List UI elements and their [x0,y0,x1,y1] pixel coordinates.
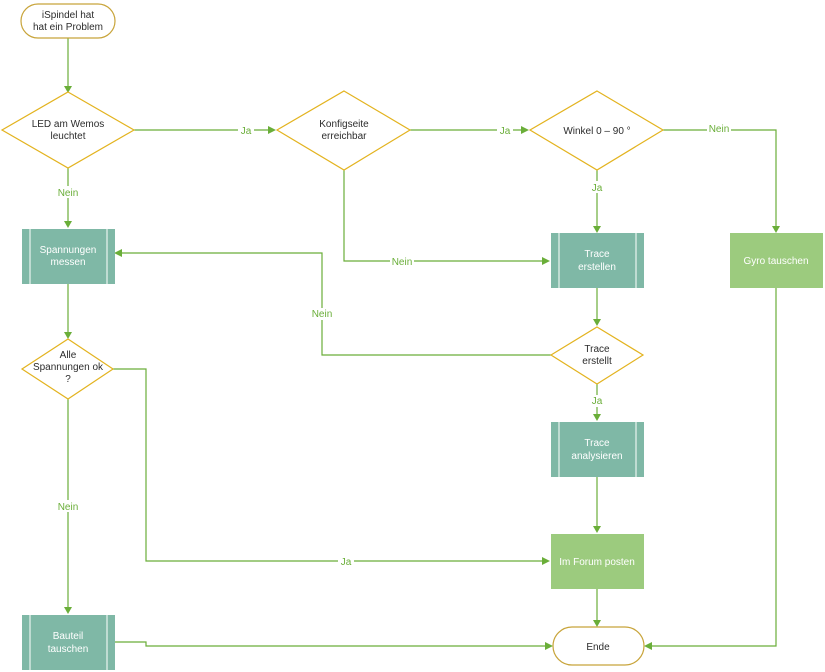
node-gyro-line-1: Gyro tauschen [743,256,808,267]
label-konfig-ja: Ja [500,126,511,137]
node-trace-erstellt-line-1: Trace [584,344,610,355]
node-trace-analysieren-line-1: Trace [584,438,610,449]
node-winkel-line-1: Winkel 0 – 90 ° [563,126,630,137]
arrowhead [64,221,72,228]
node-spannungen-line-1: Spannungen [40,245,97,256]
arrowhead [64,332,72,339]
label-erstellt-nein: Nein [312,309,333,320]
label-erstellt-ja: Ja [592,396,603,407]
arrowhead [64,607,72,614]
node-alle-line-3: ? [65,374,71,385]
arrowhead [593,319,601,326]
node-trace-erstellen-line-1: Trace [584,249,610,260]
node-ende-line-1: Ende [586,642,610,653]
arrowhead [772,226,780,233]
arrowhead [521,126,529,134]
node-trace-erstellen: Trace erstellen [551,233,644,288]
arrowhead [542,257,550,265]
label-alle-nein: Nein [58,502,79,513]
label-led-ja: Ja [241,126,252,137]
node-spannungen-line-2: messen [50,257,85,268]
arrowhead [268,126,276,134]
label-konfig-nein: Nein [392,257,413,268]
node-led-line-1: LED am Wemos [32,119,105,130]
node-alle-line-2: Spannungen ok [33,362,104,373]
arrowhead [593,414,601,421]
edge-labels: Ja Nein Ja Nein Ja Nein Nein Ja Nein Ja [56,124,731,568]
node-trace-erstellt-line-2: erstellt [582,356,612,367]
node-trace-analysieren: Trace analysieren [551,422,644,477]
node-ende: Ende [552,626,645,666]
node-forum-posten: Im Forum posten [551,534,644,589]
node-trace-analysieren-line-2: analysieren [571,451,622,462]
label-led-nein: Nein [58,188,79,199]
edge-gyro-ende [652,288,777,647]
node-gyro-tauschen: Gyro tauschen [730,233,823,288]
arrowhead [593,620,601,627]
node-led-decision: LED am Wemos leuchtet [0,91,136,169]
node-led-line-2: leuchtet [50,131,85,142]
node-bauteil-line-1: Bauteil [53,631,84,642]
arrowhead [593,226,601,233]
node-bauteil-tauschen: Bauteil tauschen [22,615,115,670]
edge-erstellt-spannung [122,252,551,356]
node-bauteil-line-2: tauschen [48,644,89,655]
node-alle-spannungen-decision: Alle Spannungen ok ? [20,338,115,400]
node-spannungen-messen: Spannungen messen [22,229,115,284]
node-alle-line-1: Alle [60,350,77,361]
node-konfig-line-1: Konfigseite [319,119,369,130]
connectors [64,38,780,650]
node-konfig-line-2: erreichbar [321,131,367,142]
node-trace-erstellt-decision: Trace erstellt [549,326,645,385]
arrowhead [542,557,550,565]
node-trace-erstellen-line-2: erstellen [578,262,616,273]
arrowhead [644,642,652,650]
edge-alle-forum [112,368,542,562]
arrowhead [593,526,601,533]
label-alle-ja: Ja [341,557,352,568]
edge-winkel-gyro [663,129,777,226]
node-winkel-decision: Winkel 0 – 90 ° [528,90,665,171]
node-start-line-1: iSpindel hat [42,10,94,21]
edge-konfig-trace [343,170,542,262]
arrowhead [64,86,72,93]
node-start: iSpindel hat hat ein Problem [20,3,116,39]
label-winkel-ja: Ja [592,183,603,194]
node-start-line-2: hat ein Problem [33,22,103,33]
arrowhead [545,642,553,650]
edge-bauteil-ende [115,641,545,647]
label-winkel-nein: Nein [709,124,730,135]
node-forum-line-1: Im Forum posten [559,557,635,568]
node-konfig-decision: Konfigseite erreichbar [275,90,412,171]
arrowhead [114,249,122,257]
